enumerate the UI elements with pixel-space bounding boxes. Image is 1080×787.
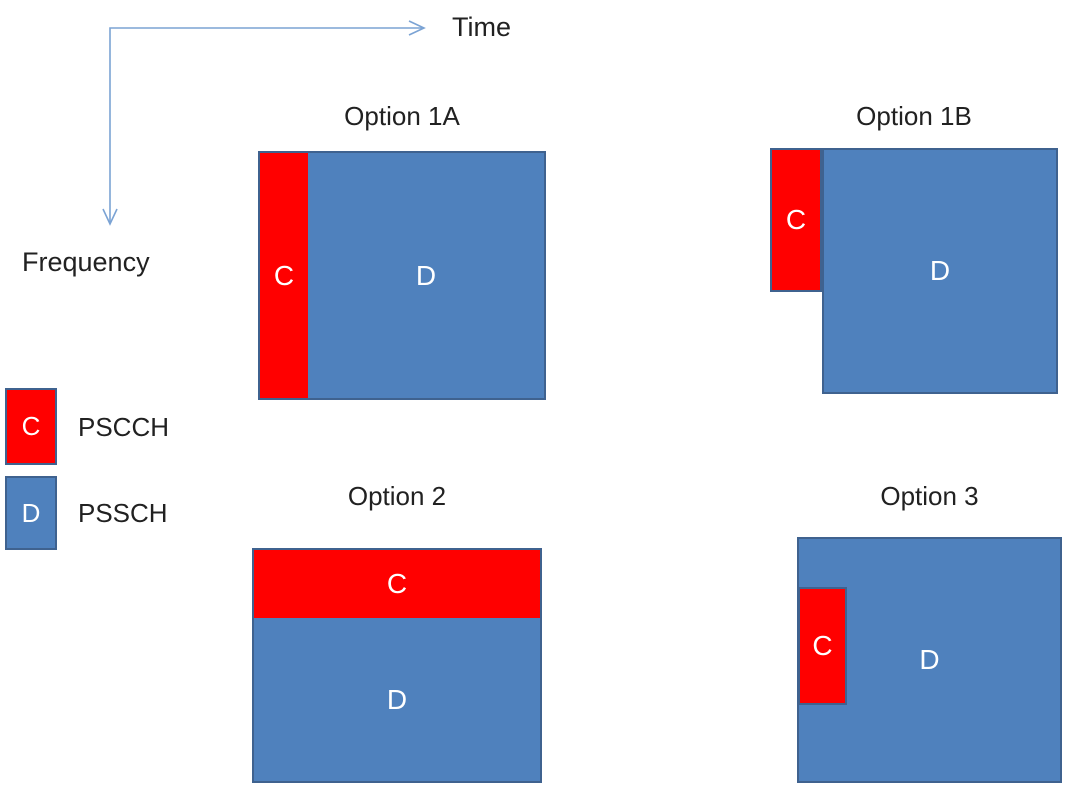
option-2-pscch-block: C bbox=[254, 550, 540, 618]
legend-pscch-swatch: C bbox=[5, 388, 57, 465]
legend-pscch-symbol: C bbox=[21, 411, 41, 441]
legend-pssch-symbol: D bbox=[21, 497, 41, 528]
option-1b-pscch-label: C bbox=[785, 204, 807, 235]
option-3-pssch-label: D bbox=[919, 644, 940, 675]
option-3-pssch-area: D bbox=[799, 539, 1060, 781]
option-2-pssch-label: D bbox=[386, 683, 408, 715]
option-1b-title: Option 1B bbox=[856, 101, 972, 131]
option-1a-pssch-label: D bbox=[415, 259, 437, 291]
option-3-pscch-label: C bbox=[812, 630, 833, 661]
frequency-arrowhead-icon bbox=[102, 208, 118, 226]
time-arrowhead-icon bbox=[408, 20, 426, 36]
time-frequency-axes bbox=[102, 20, 426, 226]
option-1b-pssch-block: D bbox=[822, 148, 1058, 394]
option-1a-title: Option 1A bbox=[344, 101, 460, 131]
option-3-title: Option 3 bbox=[880, 481, 979, 511]
option-3-pscch-block: C bbox=[798, 587, 847, 705]
axes-line bbox=[109, 27, 423, 223]
legend-pscch-label: PSCCH bbox=[78, 412, 170, 442]
option-1a-pscch-block: C bbox=[260, 153, 308, 398]
option-1b-pscch-block: C bbox=[770, 148, 822, 292]
option-2-pscch-label: C bbox=[386, 568, 408, 599]
option-1a-pssch-block: C D bbox=[258, 151, 546, 400]
option-1b-pssch-label: D bbox=[929, 255, 951, 286]
legend-pssch-swatch: D bbox=[5, 476, 57, 550]
legend-pssch-label: PSSCH bbox=[78, 498, 168, 528]
option-2-pssch-block: C D bbox=[252, 548, 542, 783]
option-2-title: Option 2 bbox=[347, 481, 447, 511]
time-axis-label: Time bbox=[452, 12, 511, 42]
option-2-pssch-area: D bbox=[254, 618, 540, 781]
frequency-axis-label: Frequency bbox=[22, 247, 150, 277]
option-1a-pscch-label: C bbox=[273, 259, 295, 291]
option-1a-pssch-area: D bbox=[308, 153, 544, 398]
option-3-pssch-block: D C bbox=[797, 537, 1062, 783]
